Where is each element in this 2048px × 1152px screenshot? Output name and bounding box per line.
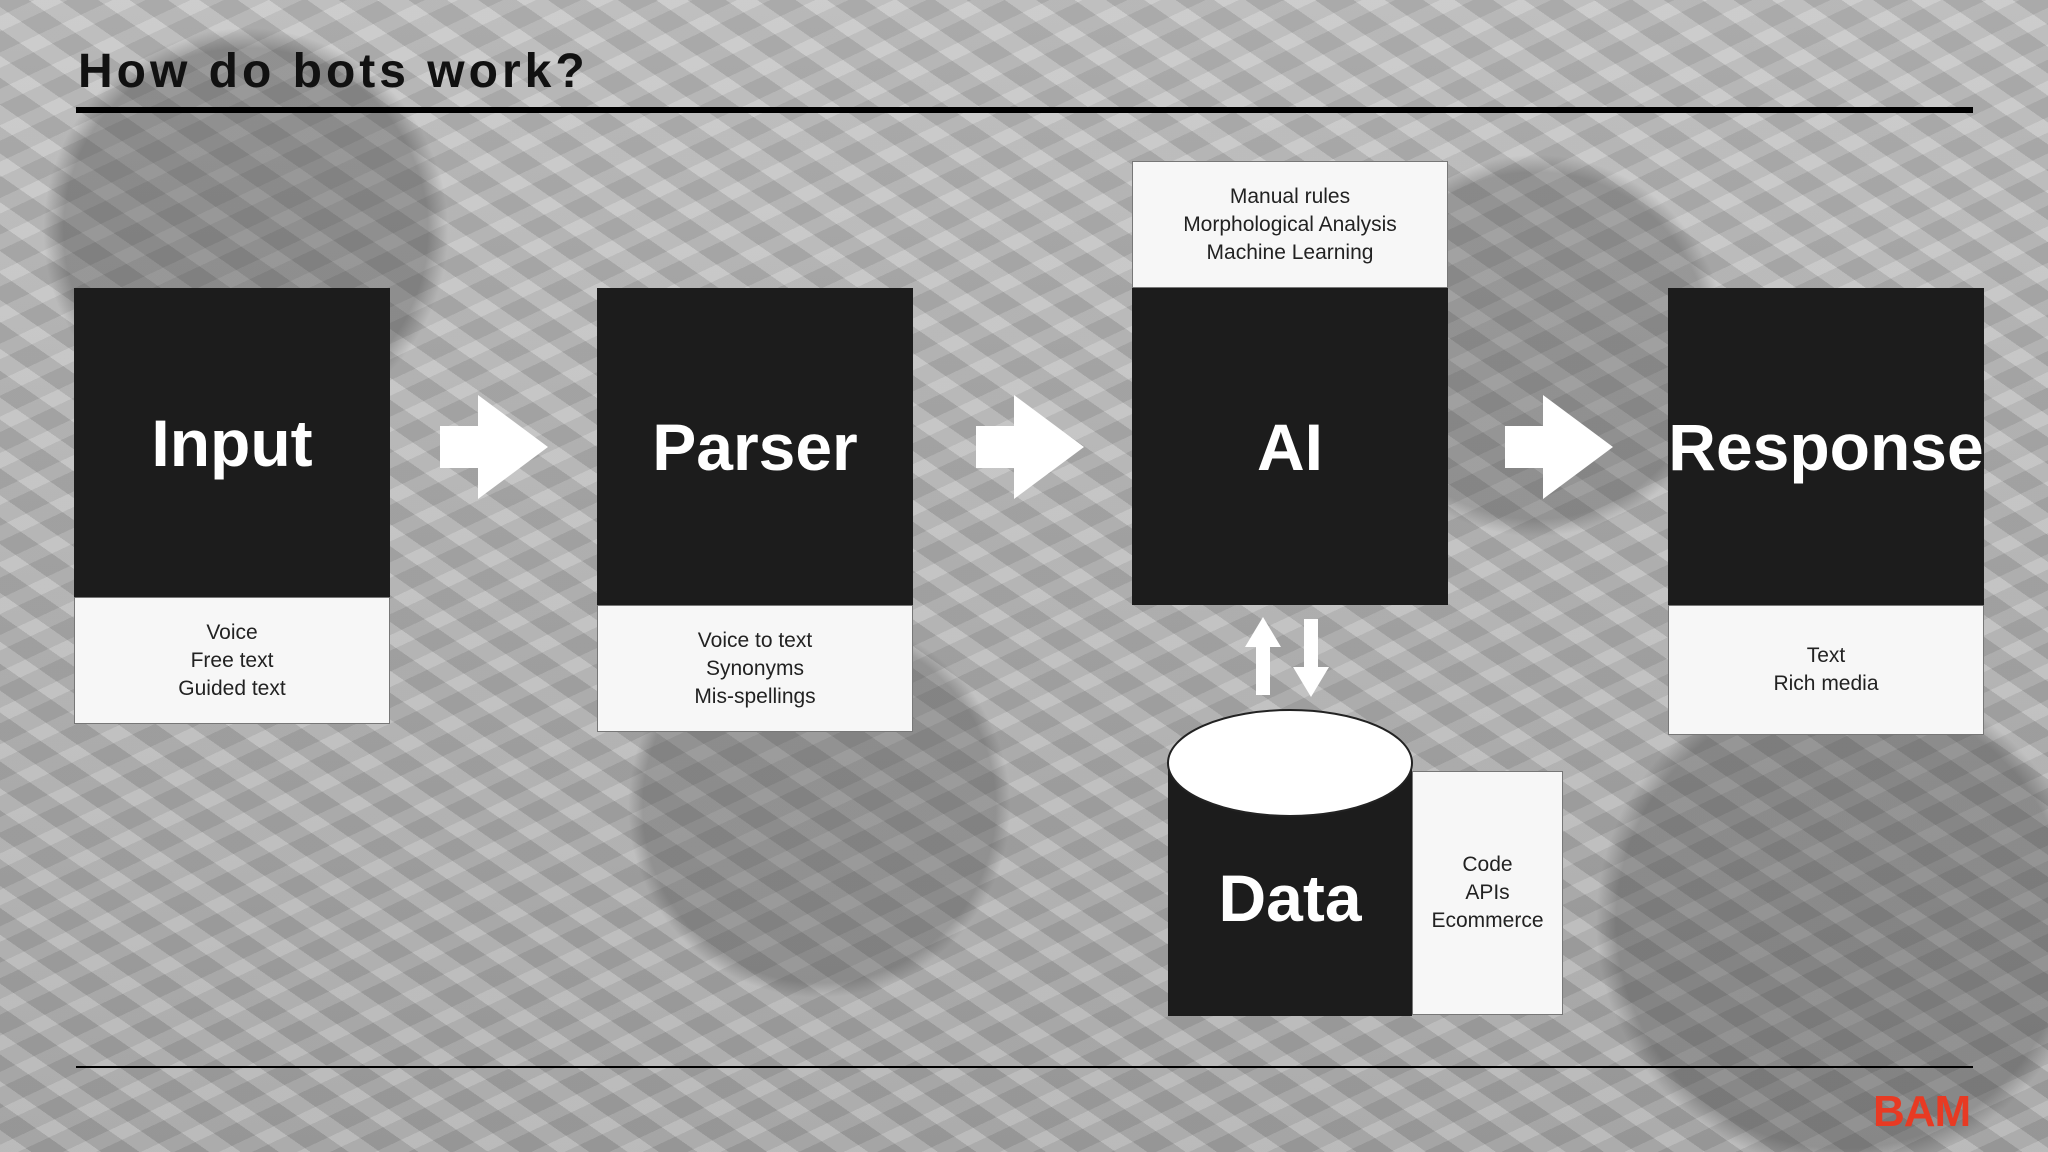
data-label: Data <box>1218 861 1362 935</box>
input-note: Free text <box>190 648 274 672</box>
ai-note: Morphological Analysis <box>1183 212 1397 236</box>
ai-label: AI <box>1257 409 1323 484</box>
arrow-right-icon <box>440 395 548 499</box>
slide-title: How do bots work? <box>78 45 589 98</box>
data-notes: Code APIs Ecommerce <box>1412 771 1563 1015</box>
response-notes: Text Rich media <box>1668 605 1984 735</box>
data-note: Ecommerce <box>1431 909 1544 932</box>
response-note: Rich media <box>1773 672 1879 695</box>
ai-note: Machine Learning <box>1206 240 1374 264</box>
input-note: Guided text <box>178 676 286 700</box>
parser-note: Synonyms <box>705 656 805 680</box>
parser-notes: Voice to text Synonyms Mis-spellings <box>597 605 913 732</box>
ai-note: Manual rules <box>1229 184 1351 208</box>
ai-block: AI <box>1132 288 1448 605</box>
arrow-right-icon <box>1505 395 1613 499</box>
database-cylinder-icon <box>1167 709 1413 1016</box>
data-note: Code <box>1462 853 1513 876</box>
input-label: Input <box>151 405 313 480</box>
input-notes: Voice Free text Guided text <box>74 597 390 724</box>
parser-note: Voice to text <box>697 628 813 652</box>
data-note: APIs <box>1465 881 1510 904</box>
input-note: Voice <box>206 620 258 644</box>
response-block: Response <box>1668 288 1984 605</box>
ai-notes: Manual rules Morphological Analysis Mach… <box>1132 161 1448 288</box>
parser-label: Parser <box>652 409 858 484</box>
response-note: Text <box>1806 644 1846 667</box>
title-underline <box>76 107 1973 113</box>
footer-rule <box>76 1066 1973 1068</box>
parser-block: Parser <box>597 288 913 605</box>
brand-logo: BAM <box>1873 1087 1971 1136</box>
parser-note: Mis-spellings <box>694 684 816 708</box>
arrow-right-icon <box>976 395 1084 499</box>
bidirectional-arrow-icon <box>1245 617 1329 697</box>
response-label: Response <box>1668 409 1984 484</box>
input-block: Input <box>74 288 390 597</box>
